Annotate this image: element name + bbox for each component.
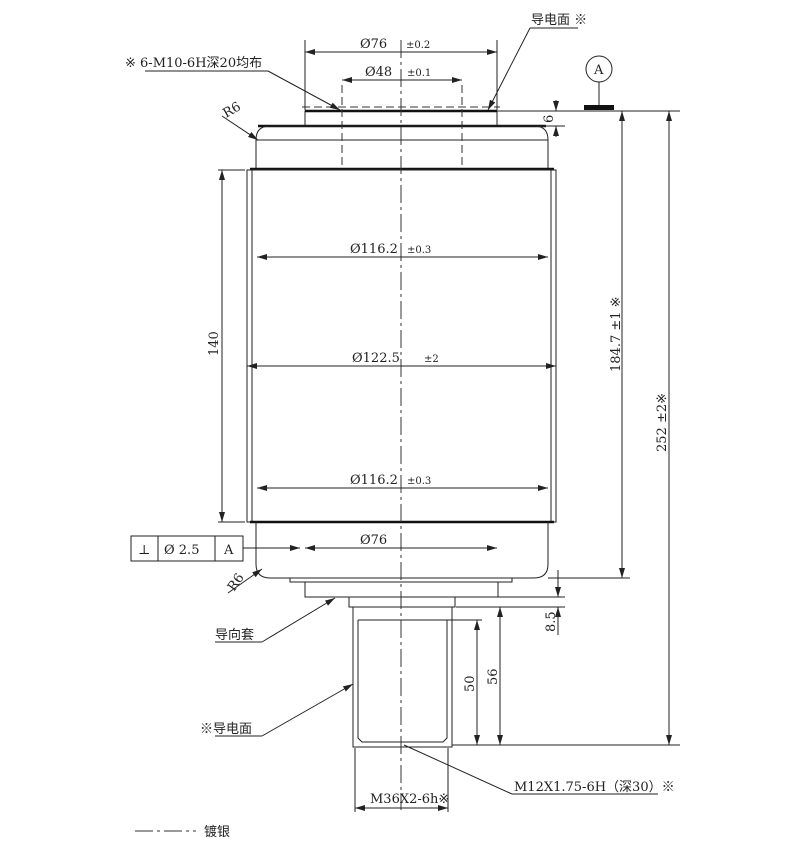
conductive-surface-bottom-label: ※导电面	[200, 722, 252, 737]
tolerance-datum: A	[223, 543, 234, 558]
dim-h56: 56	[486, 668, 501, 685]
dim-h252: 252 ±2※	[655, 393, 670, 452]
dim-h184: 184.7 ±1 ※	[609, 296, 624, 372]
dim-d76-top-tol: ±0.2	[406, 40, 430, 51]
dimension-lines	[218, 40, 680, 812]
guide-sleeve-label: 导向套	[215, 627, 254, 643]
outer-thread-label: M36X2-6h※	[370, 792, 449, 807]
dim-d116-bottom-tol: ±0.3	[407, 476, 431, 487]
legend-silver-plating: 镀银	[204, 824, 230, 840]
dim-d116-bottom: Ø116.2	[350, 473, 398, 488]
thread-note-label: ※ 6-M10-6H深20均布	[125, 56, 262, 71]
dim-d48: Ø48	[365, 65, 392, 80]
dim-d122: Ø122.5	[352, 351, 400, 366]
dim-d116-top-tol: ±0.3	[407, 245, 431, 256]
r6-top-label: R6	[221, 99, 244, 121]
dim-d76-bottom: Ø76	[360, 533, 387, 548]
perpendicularity-icon: ⊥	[138, 543, 150, 558]
dim-d116-top: Ø116.2	[350, 242, 398, 257]
dim-d76-top: Ø76	[360, 37, 387, 52]
perpendicularity-frame: ⊥ Ø 2.5 A	[130, 535, 244, 562]
inner-thread-label: M12X1.75-6H（深30）※	[514, 780, 675, 795]
center-lines	[302, 40, 500, 810]
dim-d122-tol: ±2	[424, 354, 439, 365]
dim-d48-tol: ±0.1	[407, 68, 431, 79]
r6-bottom-label: R6	[225, 571, 248, 594]
leader-lines	[145, 27, 658, 795]
dim-h140: 140	[207, 331, 222, 356]
tolerance-value: Ø 2.5	[164, 543, 199, 558]
labels: 导电面 ※ ※ 6-M10-6H深20均布 A R6 R6 导向套 ※导电面 M…	[125, 13, 675, 840]
conductive-surface-top-label: 导电面 ※	[531, 13, 587, 28]
dim-h50: 50	[463, 675, 478, 692]
datum-a-label: A	[593, 63, 604, 78]
dim-h8-5: 8.5	[544, 611, 559, 632]
dim-h6: 6	[542, 115, 557, 123]
